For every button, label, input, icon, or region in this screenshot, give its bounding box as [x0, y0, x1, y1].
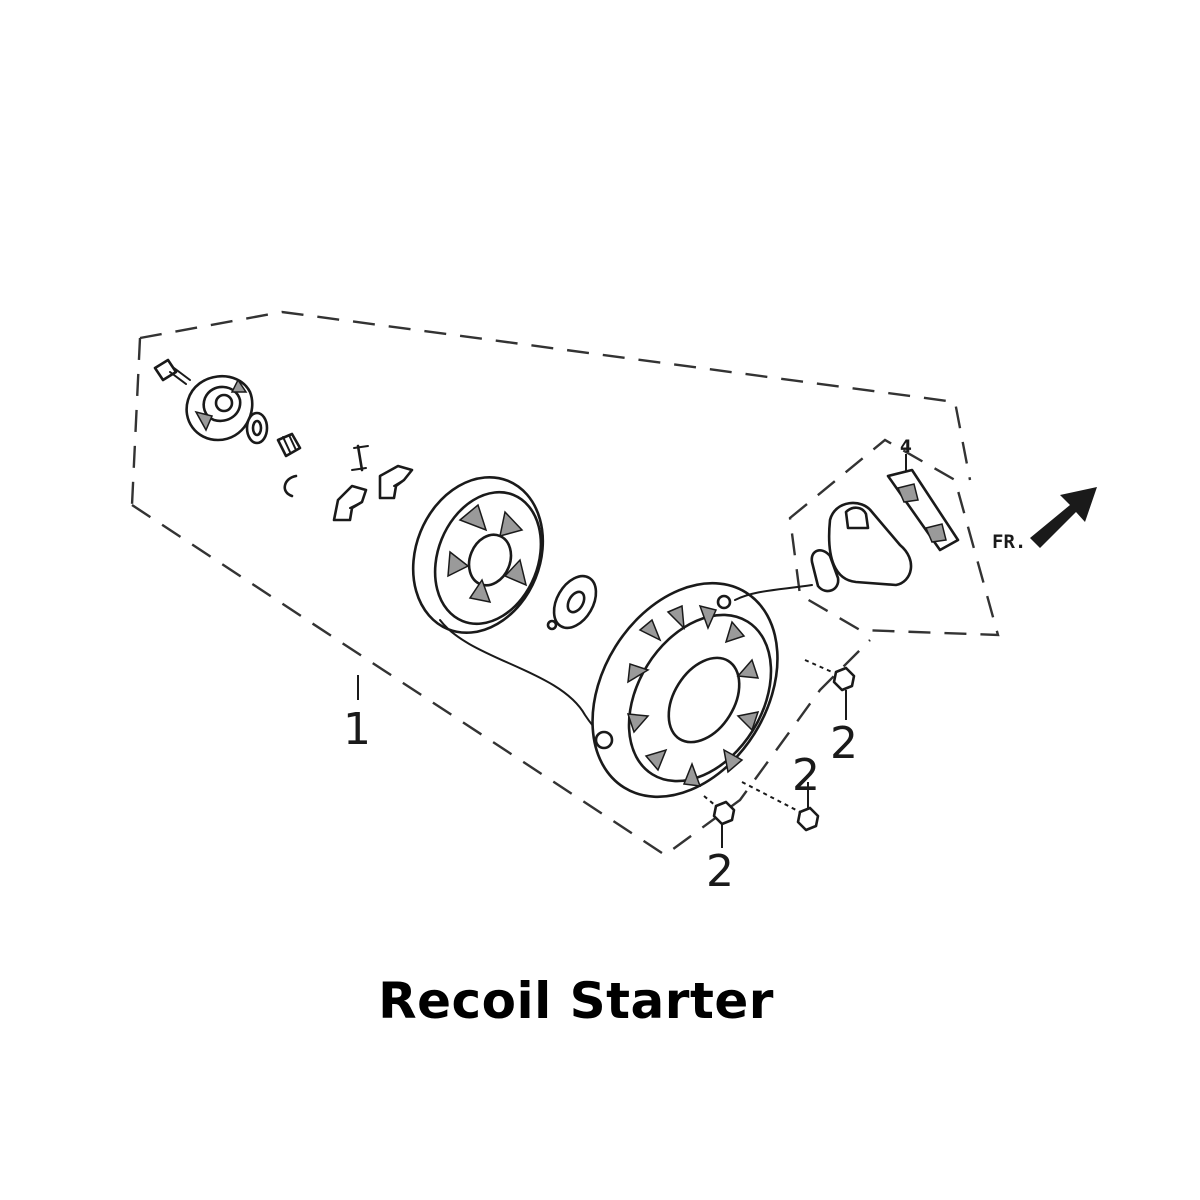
callout-handle-cover: 4: [900, 437, 912, 457]
callout-bolt-c: 2: [706, 846, 734, 897]
drive-plate: [185, 375, 254, 442]
handle-cover: [886, 468, 960, 552]
handle-rope: [734, 584, 813, 601]
direction-label: FR.: [992, 531, 1026, 553]
center-screw: [153, 358, 191, 385]
clip: [283, 474, 298, 498]
callout-bolt-b: 2: [792, 750, 820, 801]
starter-housing: [591, 581, 779, 799]
bolt-upper-right: [804, 659, 856, 692]
rope-pulley: [411, 475, 545, 635]
bolt-lower-right: [741, 781, 820, 832]
callout-bolt-a: 2: [830, 718, 858, 769]
pawl-right: [378, 464, 414, 500]
pawl-left: [332, 484, 368, 522]
starter-handle: [810, 501, 913, 593]
friction-spring: [276, 432, 302, 458]
front-direction-indicator: FR.: [992, 487, 1097, 553]
bolt-bottom: [703, 795, 736, 826]
washer: [245, 411, 269, 445]
arrow-up-right-icon: [1030, 487, 1097, 548]
pawl-pin: [351, 444, 369, 472]
assembly-boundary: [131, 310, 972, 857]
handle-boundary: [788, 438, 1000, 637]
diagram-caption: Recoil Starter: [378, 972, 774, 1030]
recoil-spring: [546, 574, 598, 631]
assembly-boundary-left: [130, 337, 142, 506]
callout-assembly: 1: [343, 704, 371, 755]
